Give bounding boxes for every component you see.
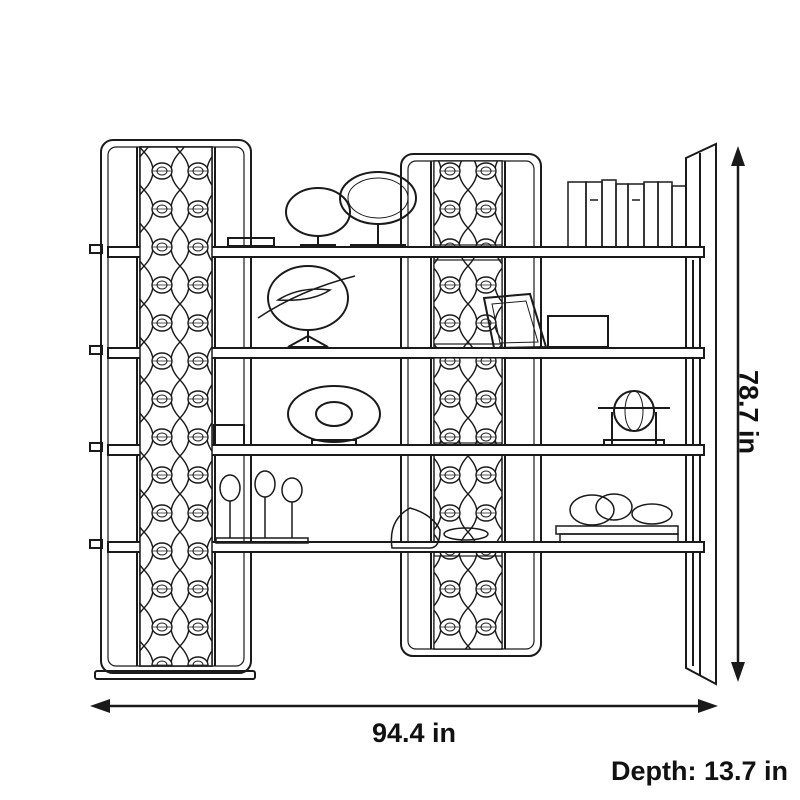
vase-ornaments bbox=[215, 470, 489, 549]
height-label: 78.7 in bbox=[733, 369, 764, 455]
plate-ornament bbox=[213, 385, 381, 446]
right-frame bbox=[685, 142, 717, 686]
desk-globe bbox=[598, 390, 670, 446]
width-label: 94.4 in bbox=[371, 718, 457, 748]
height-arrow bbox=[731, 146, 745, 682]
disc-ornaments bbox=[227, 171, 417, 247]
dimension-arrows bbox=[90, 146, 745, 713]
books-top bbox=[567, 179, 687, 248]
width-arrow bbox=[90, 699, 718, 713]
picture-frames bbox=[482, 292, 609, 350]
shelves bbox=[89, 244, 705, 553]
fruit-and-books bbox=[555, 493, 679, 543]
depth-label: Depth: 13.7 in bbox=[610, 756, 788, 786]
globe-ornament bbox=[257, 265, 356, 348]
